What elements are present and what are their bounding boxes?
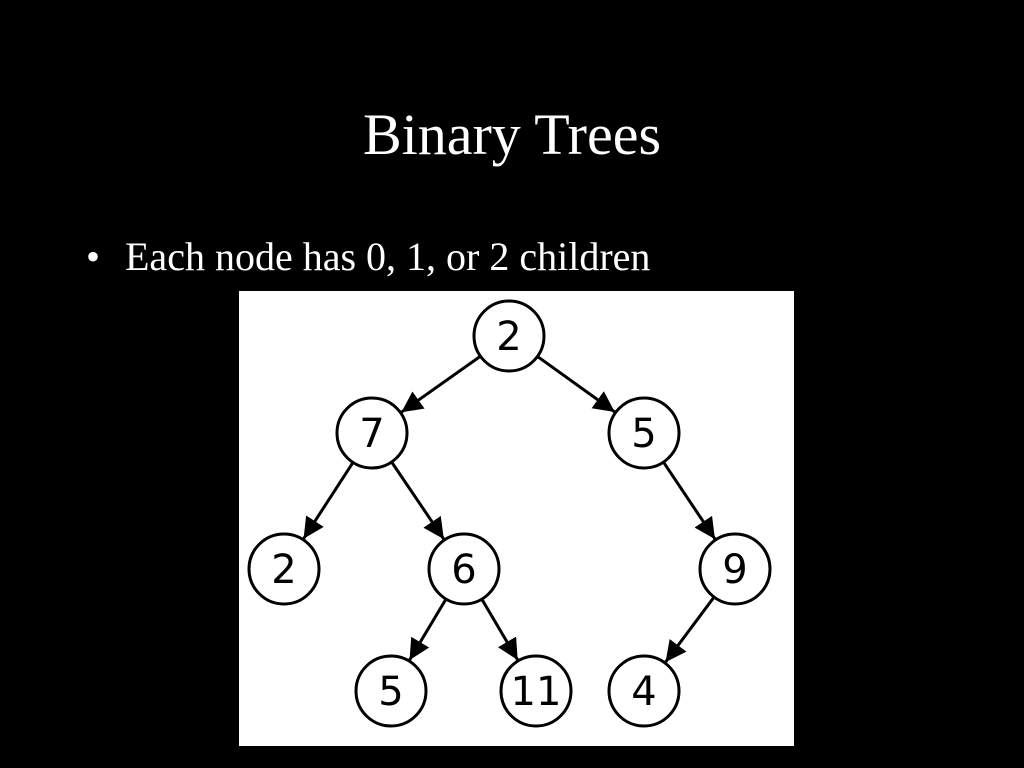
tree-nodes: 2 7 5 2 6 9 5 11 4 bbox=[247, 299, 772, 728]
tree-node-label: 4 bbox=[631, 669, 656, 715]
bullet-list: • Each node has 0, 1, or 2 children bbox=[86, 230, 650, 284]
tree-node-label: 5 bbox=[631, 411, 656, 457]
binary-tree-diagram: 2 7 5 2 6 9 5 11 4 bbox=[247, 299, 772, 728]
slide-title: Binary Trees bbox=[362, 102, 662, 167]
tree-edge-right-right-to-right-right-left bbox=[664, 596, 716, 664]
binary-tree-figure: 2 7 5 2 6 9 5 11 4 bbox=[239, 291, 794, 746]
tree-node-circle bbox=[335, 396, 409, 470]
tree-edge-root-to-right bbox=[536, 355, 616, 414]
tree-edge-left-right-to-left-right-left bbox=[408, 598, 448, 661]
tree-node-label: 2 bbox=[496, 314, 521, 360]
bullet-marker: • bbox=[86, 234, 101, 279]
tree-node-label: 2 bbox=[271, 547, 296, 593]
tree-node-left-left: 2 bbox=[247, 532, 321, 606]
tree-edge-left-to-left-right bbox=[390, 461, 446, 541]
tree-node-root: 2 bbox=[472, 299, 546, 373]
tree-node-circle bbox=[499, 654, 573, 728]
tree-node-circle bbox=[607, 396, 681, 470]
tree-node-right-right: 9 bbox=[698, 532, 772, 606]
tree-edge-left-to-left-left bbox=[302, 461, 355, 540]
tree-node-circle bbox=[427, 532, 501, 606]
tree-node-label: 7 bbox=[359, 411, 384, 457]
tree-node-left-right-left: 5 bbox=[354, 654, 428, 728]
tree-node-left-right: 6 bbox=[427, 532, 501, 606]
bullet-text: Each node has 0, 1, or 2 children bbox=[125, 234, 651, 279]
tree-node-right: 5 bbox=[607, 396, 681, 470]
tree-node-label: 6 bbox=[451, 547, 476, 593]
tree-node-circle bbox=[472, 299, 546, 373]
tree-edge-root-to-left bbox=[400, 355, 482, 414]
tree-node-label: 11 bbox=[511, 669, 562, 715]
tree-edges bbox=[302, 355, 717, 664]
tree-node-label: 9 bbox=[722, 547, 747, 593]
tree-edge-right-to-right-right bbox=[662, 461, 717, 540]
tree-node-left: 7 bbox=[335, 396, 409, 470]
tree-node-right-right-left: 4 bbox=[607, 654, 681, 728]
tree-node-circle bbox=[698, 532, 772, 606]
bullet-item: • Each node has 0, 1, or 2 children bbox=[86, 230, 650, 284]
tree-node-circle bbox=[607, 654, 681, 728]
tree-node-circle bbox=[354, 654, 428, 728]
tree-edge-left-right-to-left-right-right bbox=[480, 598, 519, 661]
tree-node-label: 5 bbox=[378, 669, 403, 715]
tree-node-left-right-right: 11 bbox=[499, 654, 573, 728]
tree-node-circle bbox=[247, 532, 321, 606]
